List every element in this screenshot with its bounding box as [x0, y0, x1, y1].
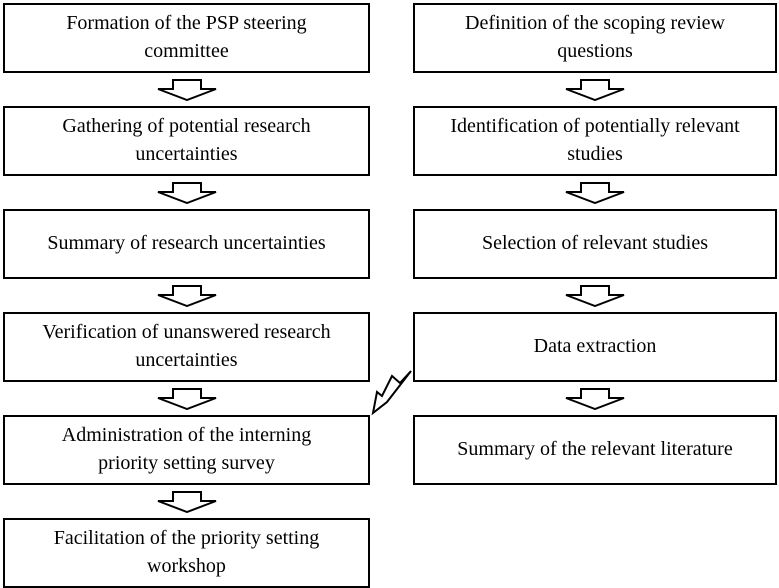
connector-gap — [3, 73, 370, 106]
step-summary-literature: Summary of the relevant literature — [413, 415, 777, 485]
step-definition-questions: Definition of the scoping review questio… — [413, 3, 777, 73]
step-verification-uncertainties: Verification of unanswered research unce… — [3, 312, 370, 382]
step-summary-uncertainties: Summary of research uncertainties — [3, 209, 370, 279]
step-identification-studies: Identification of potentially relevant s… — [413, 106, 777, 176]
step-label: Formation of the PSP steering committee — [66, 12, 307, 62]
left-column: Formation of the PSP steering committee … — [3, 3, 370, 588]
connector-gap — [413, 176, 777, 209]
down-arrow-icon — [157, 181, 216, 204]
down-arrow-icon — [157, 490, 216, 513]
step-gathering-uncertainties: Gathering of potential research uncertai… — [3, 106, 370, 176]
right-column: Definition of the scoping review questio… — [413, 3, 777, 485]
step-label: Data extraction — [533, 335, 657, 358]
step-label: Gathering of potential research uncertai… — [62, 115, 311, 165]
step-administration-survey: Administration of the interning priority… — [3, 415, 370, 485]
step-label: Identification of potentially relevant s… — [450, 115, 740, 165]
step-label: Summary of the relevant literature — [457, 438, 733, 461]
connector-gap — [3, 485, 370, 518]
down-arrow-icon — [157, 387, 216, 410]
step-label: Summary of research uncertainties — [47, 232, 326, 255]
step-label: Definition of the scoping review questio… — [465, 12, 725, 62]
step-facilitation-workshop: Facilitation of the priority setting wor… — [3, 518, 370, 588]
down-arrow-icon — [565, 181, 625, 204]
down-arrow-icon — [565, 284, 625, 307]
down-left-arrow-icon — [371, 370, 412, 416]
step-label: Selection of relevant studies — [481, 232, 709, 255]
connector-gap — [413, 73, 777, 106]
step-selection-studies: Selection of relevant studies — [413, 209, 777, 279]
step-label: Verification of unanswered research unce… — [42, 321, 331, 371]
step-label: Administration of the interning priority… — [61, 424, 312, 474]
connector-gap — [413, 279, 777, 312]
connector-gap — [3, 382, 370, 415]
connector-gap — [413, 382, 777, 415]
connector-gap — [3, 176, 370, 209]
down-arrow-icon — [565, 78, 625, 101]
down-arrow-icon — [157, 284, 216, 307]
down-arrow-icon — [565, 387, 625, 410]
step-formation-committee: Formation of the PSP steering committee — [3, 3, 370, 73]
connector-gap — [3, 279, 370, 312]
step-label: Facilitation of the priority setting wor… — [53, 527, 320, 577]
down-arrow-icon — [157, 78, 216, 101]
step-data-extraction: Data extraction — [413, 312, 777, 382]
